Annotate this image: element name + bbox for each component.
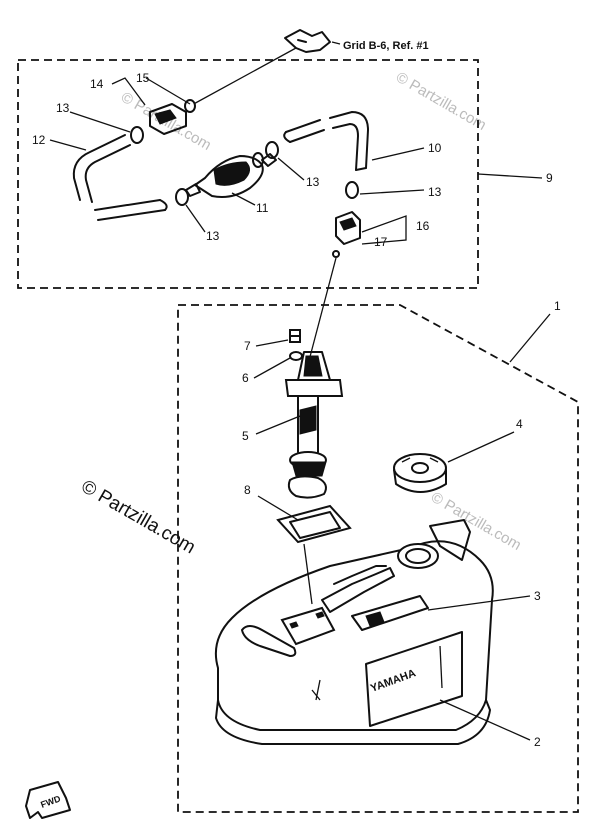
callout-1: 1	[554, 299, 561, 313]
leader-13a	[69, 111, 131, 133]
callout-16: 16	[416, 219, 430, 233]
callout-15: 15	[136, 71, 150, 85]
gasket-8	[276, 504, 352, 544]
leader-15	[145, 77, 191, 105]
leader-14	[111, 77, 146, 106]
callout-6: 6	[242, 371, 249, 385]
callout-8: 8	[244, 483, 251, 497]
fuel-tank-1	[214, 519, 494, 745]
callout-7: 7	[244, 339, 251, 353]
leader-7	[255, 339, 289, 347]
watermark-middle-left: © Partzilla.com	[78, 476, 199, 558]
callout-13a: 13	[56, 101, 70, 115]
leader-13d	[359, 189, 425, 195]
primer-bulb-11	[185, 153, 277, 198]
clamp-13b	[175, 188, 189, 206]
callout-10: 10	[428, 141, 442, 155]
leader-8	[257, 495, 299, 521]
cap-4	[393, 453, 447, 493]
callout-9: 9	[546, 171, 553, 185]
leader-5	[255, 415, 301, 435]
leader-6	[253, 357, 291, 379]
filter-8	[287, 475, 327, 499]
clamp-13d	[345, 181, 359, 199]
callout-13b: 13	[206, 229, 220, 243]
leader-3	[427, 595, 531, 611]
tank-brand-label: YAMAHA	[369, 667, 418, 694]
callout-17: 17	[374, 235, 388, 249]
leader-1	[509, 313, 551, 363]
callout-12: 12	[32, 133, 46, 147]
callout-4: 4	[516, 417, 523, 431]
leader-9	[477, 173, 543, 179]
callout-13c: 13	[306, 175, 320, 189]
bolt-7	[289, 329, 301, 343]
tank-assembly-boundary	[177, 304, 579, 813]
callout-11: 11	[256, 201, 269, 215]
hose-10	[283, 111, 369, 171]
leader-2	[439, 699, 531, 741]
fwd-label: FWD	[39, 793, 62, 810]
leader-joint-to-pickup	[305, 257, 337, 373]
callout-13d: 13	[428, 185, 442, 199]
fwd-arrow	[25, 781, 71, 819]
watermark-middle-right: © Partzilla.com	[428, 489, 524, 554]
grid-reference: Grid B-6, Ref. #1	[343, 40, 429, 52]
leader-11	[231, 192, 256, 206]
hose-12	[72, 134, 168, 221]
callout-3: 3	[534, 589, 541, 603]
leader-ref1	[189, 47, 297, 107]
clamp-13a	[130, 126, 144, 144]
hose-kit-boundary	[17, 59, 479, 289]
leader-13b	[185, 204, 206, 233]
joint-16	[332, 211, 361, 258]
leader-13c	[277, 157, 305, 181]
leader-16-17	[361, 215, 407, 245]
watermark-top-right: © Partzilla.com	[393, 69, 489, 134]
leader-4	[447, 431, 515, 463]
leader-10	[371, 147, 425, 161]
washer-6	[289, 351, 303, 361]
fuel-pickup-5	[284, 351, 344, 477]
callout-5: 5	[242, 429, 249, 443]
callout-2: 2	[534, 735, 541, 749]
callout-14: 14	[90, 77, 104, 91]
reference-connector	[284, 29, 341, 53]
leader-12	[49, 139, 87, 151]
